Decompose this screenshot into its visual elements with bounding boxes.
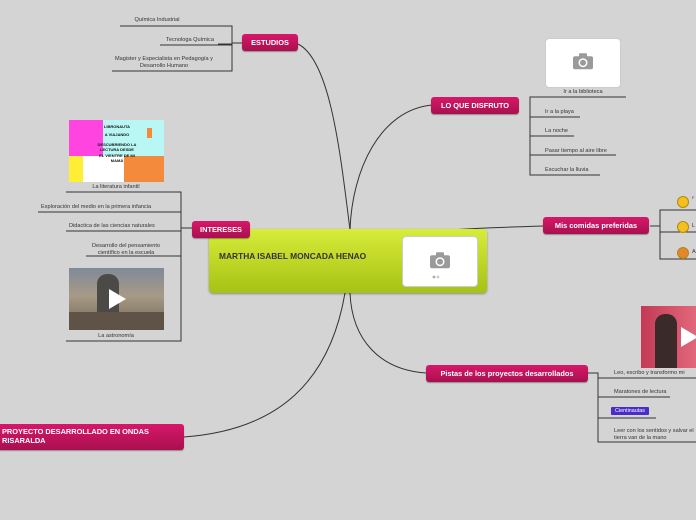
- central-title: MARTHA ISABEL MONCADA HENAO: [219, 251, 367, 261]
- branch-lo-que-disfruto[interactable]: LO QUE DISFRUTO: [431, 97, 519, 114]
- leaf-quimica-industrial: Química Industrial: [134, 17, 180, 23]
- leaf-comida-1: F: [692, 195, 695, 200]
- branch-intereses-label: INTERESES: [200, 225, 242, 234]
- thumb-line5: EL VIENTRE DE MI: [99, 152, 135, 158]
- camera-icon: [573, 53, 593, 70]
- leaf-playa: Ir a la playa: [545, 109, 574, 115]
- leaf-lluvia: Escuchar la lluvia: [545, 167, 589, 173]
- leaf-didactica: Didactica de las ciencias naturales: [69, 223, 155, 229]
- pistas-video-thumbnail[interactable]: [641, 306, 696, 368]
- branch-mis-comidas[interactable]: Mis comidas preferidas: [543, 217, 649, 234]
- branch-proyecto-label: PROYECTO DESARROLLADO EN ONDAS RISARALDA: [2, 427, 149, 445]
- leaf-tecnologa-quimica: Tecnologa Química: [166, 37, 214, 43]
- branch-pistas[interactable]: Pistas de los proyectos desarrollados: [426, 365, 588, 382]
- thumb-line4: LECTURA DESDE: [100, 147, 134, 153]
- thumb-line2: A VIAJANDO: [104, 132, 130, 138]
- leaf-magister: Magister y Especialista en Pedagogía y D…: [115, 56, 213, 69]
- central-node[interactable]: MARTHA ISABEL MONCADA HENAO: [209, 229, 487, 293]
- branch-pistas-label: Pistas de los proyectos desarrollados: [440, 369, 574, 378]
- central-photo-placeholder[interactable]: [402, 236, 478, 287]
- leaf-exploracion: Exploración del medio en la primera infa…: [41, 204, 152, 210]
- play-icon[interactable]: [107, 288, 127, 310]
- leaf-comida-3: A: [692, 249, 696, 255]
- leaf-biblioteca: Ir a la biblioteca: [563, 89, 603, 95]
- dots-icon: [432, 275, 440, 279]
- leaf-aire-libre: Pasar tiempo al aire libre: [545, 148, 607, 154]
- astronomia-video-thumbnail[interactable]: [69, 268, 164, 330]
- literatura-thumbnail[interactable]: LIBRONAUTA A VIAJANDO DESCUBRIENDO LA LE…: [69, 120, 164, 182]
- leaf-leer-sentidos: Leer con los sentidos y salvar el tierra…: [614, 428, 694, 441]
- leaf-maratones: Maratones de lectura: [614, 389, 667, 395]
- laughing-emoji-icon: [677, 196, 689, 208]
- heart-eyes-emoji-icon: [677, 247, 689, 259]
- thumb-line3: DESCUBRIENDO LA: [97, 141, 137, 147]
- leaf-noche: La noche: [545, 128, 569, 134]
- branch-comidas-label: Mis comidas preferidas: [554, 221, 638, 230]
- thumb-line6: MAMÁ: [110, 157, 124, 163]
- play-icon[interactable]: [679, 326, 696, 348]
- leaf-literatura: La literatura infantil: [92, 184, 140, 190]
- branch-intereses[interactable]: INTERESES: [192, 221, 250, 238]
- cientinautas-badge[interactable]: Cientinautas: [611, 407, 649, 415]
- disfruto-photo-placeholder[interactable]: [545, 38, 621, 88]
- leaf-comida-2: L: [692, 223, 696, 229]
- branch-estudios[interactable]: ESTUDIOS: [242, 34, 298, 51]
- branch-estudios-label: ESTUDIOS: [251, 38, 289, 47]
- leaf-pensamiento: Desarrollo del pensamiento científico en…: [91, 243, 161, 256]
- branch-proyecto-ondas[interactable]: PROYECTO DESARROLLADO EN ONDAS RISARALDA: [0, 424, 184, 450]
- thumb-line1: LIBRONAUTA: [103, 124, 131, 129]
- camera-icon: [430, 251, 450, 268]
- leaf-leo-escribo: Leo, escribo y transformo mi: [614, 370, 685, 376]
- neutral-emoji-icon: [677, 221, 689, 233]
- branch-disfruto-label: LO QUE DISFRUTO: [440, 101, 510, 110]
- leaf-astronomia: La astronomía: [98, 333, 134, 339]
